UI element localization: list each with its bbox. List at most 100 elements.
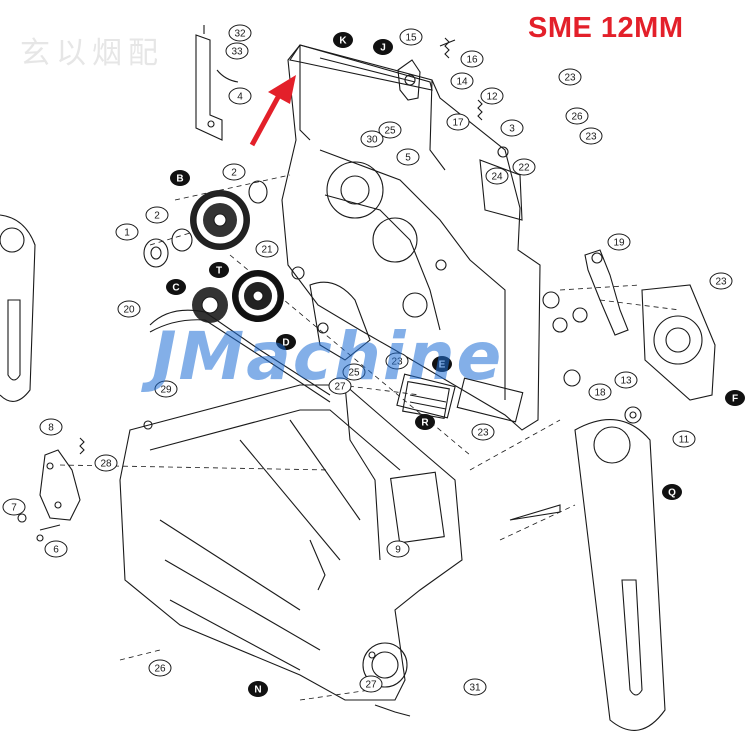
part-number-callout: 7 [2,498,26,516]
left-bracket [17,437,85,542]
part-number-label: 23 [564,73,576,84]
part-number-callout: 30 [360,130,384,148]
group-letter-callout: R [415,414,435,430]
part-number-callout: 27 [359,675,383,693]
group-letter-label: F [732,394,738,405]
group-callouts: K J B C T D E R F Q N [166,32,745,697]
cover-f [641,284,716,401]
part-number-callout: 20 [117,300,141,318]
watermark-cjk: 玄以烟配 [20,36,164,71]
gear-b [190,190,250,250]
group-letter-callout: C [166,279,186,295]
group-letter-callout: K [333,32,353,48]
part-number-callout: 29 [154,380,178,398]
part-number-callout: 4 [228,87,252,105]
belt-20 [149,309,331,403]
part-number-callout: 23 [471,423,495,441]
main-frame [281,44,541,431]
springs [444,37,483,121]
part-number-callout: 32 [228,24,252,42]
part-number-callout: 25 [378,121,402,139]
part-number-callout: 33 [225,42,249,60]
part-number-callout: 25 [342,363,366,381]
part-number-callout: 23 [709,272,733,290]
group-letter-label: B [176,174,183,185]
part-number-callout: 16 [460,50,484,68]
part-number-label: 21 [261,245,273,256]
part-number-callout: 23 [579,127,603,145]
part-number-label: 33 [231,47,243,58]
part-number-callout: 14 [450,72,474,90]
ring-2-upper [248,180,268,204]
part-number-label: 23 [585,132,597,143]
group-letter-label: T [216,266,222,277]
part-number-label: 27 [365,680,377,691]
part-callouts: 3233415161412231732623253052224221211923… [2,24,733,696]
j-bracket [397,39,456,101]
group-letter-callout: E [432,356,452,372]
part-number-callout: 23 [385,352,409,370]
part-number-callout: 15 [399,28,423,46]
part-number-callout: 2 [145,206,169,224]
group-letter-label: Q [668,488,676,499]
part-number-label: 27 [334,382,346,393]
part-number-label: 2 [154,211,160,222]
part-number-callout: 22 [512,158,536,176]
part-number-callout: 2 [222,163,246,181]
part-number-callout: 17 [446,113,470,131]
part-number-label: 8 [48,423,54,434]
watermark-logo-tail: achine [246,318,504,395]
part-number-label: 22 [518,163,530,174]
watermark-logo: JMachine [152,318,503,395]
part-number-label: 18 [594,388,606,399]
ring-2-lower [171,228,193,252]
part-number-label: 26 [571,112,583,123]
group-letter-label: R [421,418,429,429]
part-number-label: 16 [466,55,478,66]
group-letter-label: N [254,685,261,696]
part-number-callout: 26 [565,107,589,125]
part-number-label: 14 [456,77,468,88]
part-number-callout: 21 [255,240,279,258]
part-number-label: 23 [477,428,489,439]
part-number-callout: 26 [148,659,172,677]
part-number-callout: 12 [480,87,504,105]
left-arm-partial [0,214,36,402]
part-number-label: 9 [395,545,401,556]
part-number-label: 1 [124,228,130,239]
arm-19 [584,249,629,336]
part-number-label: 29 [160,385,172,396]
group-letter-callout: D [276,334,296,350]
part-number-callout: 23 [558,68,582,86]
part-number-label: 7 [11,503,17,514]
part-number-callout: 18 [588,383,612,401]
rollers [542,291,642,424]
part-number-label: 23 [715,277,727,288]
part-number-label: 4 [237,92,243,103]
lower-frame [119,384,463,717]
part-number-label: 24 [491,172,503,183]
part-number-label: 6 [53,545,59,556]
diagram-title: SME 12MM [528,12,684,44]
part-number-label: 13 [620,376,632,387]
part-number-label: 19 [613,238,625,249]
group-letter-label: C [172,283,179,294]
gear-c [192,287,228,323]
group-letter-label: J [380,43,386,54]
part-number-callout: 24 [485,167,509,185]
part-number-label: 11 [679,435,690,446]
part-number-label: 3 [509,124,515,135]
group-letter-callout: T [209,262,229,278]
watermark-logo-main: JM [152,318,247,395]
part-number-callout: 31 [463,678,487,696]
part-number-label: 25 [348,368,360,379]
assembly-guide-lines [59,174,681,701]
group-letter-callout: N [248,681,268,697]
part-number-callout: 9 [386,540,410,558]
part-number-callout: 8 [39,418,63,436]
part-number-label: 28 [100,459,112,470]
part-number-label: 31 [469,683,481,694]
part-number-callout: 1 [115,223,139,241]
